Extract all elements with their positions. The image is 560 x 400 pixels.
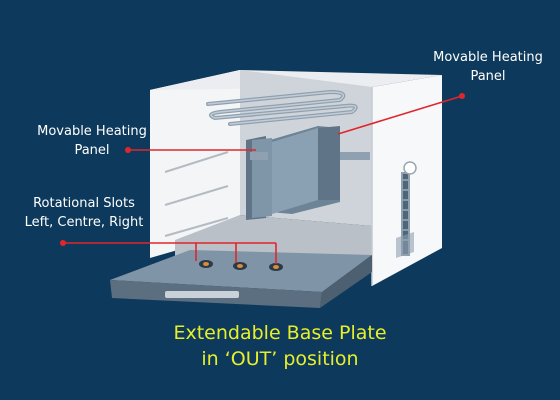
movable-heating-panel-right — [270, 126, 370, 214]
slot-hole-left — [199, 260, 213, 268]
pointer-dots — [60, 93, 465, 246]
pointer-top-right — [337, 95, 463, 135]
base-plate — [110, 250, 372, 308]
slot-hole-centre — [233, 262, 247, 270]
label-movable-heating-panel-left: Movable Heating Panel — [37, 124, 147, 158]
slot-holes — [199, 260, 283, 271]
pointer-lines — [63, 95, 463, 264]
movable-heating-panel-left — [246, 136, 272, 220]
label-rotational-slots: Rotational Slots Left, Centre, Right — [24, 196, 144, 230]
caption-extendable-base-plate: Extendable Base Plate in ‘OUT’ position — [173, 322, 387, 370]
knob — [403, 161, 417, 175]
hinge-chain — [396, 172, 414, 258]
label-movable-heating-panel-right: Movable Heating Panel — [433, 50, 543, 84]
heating-element-coil — [206, 89, 358, 126]
slot-hole-right — [269, 263, 283, 271]
